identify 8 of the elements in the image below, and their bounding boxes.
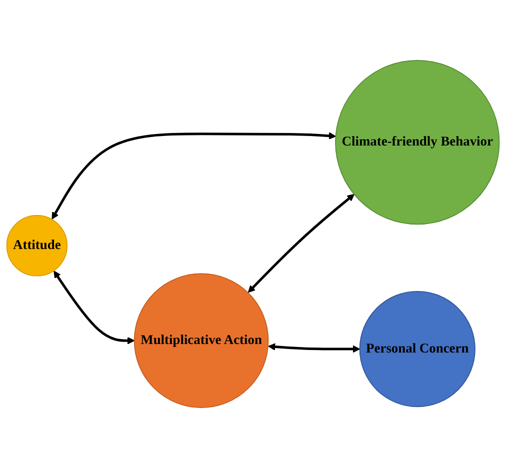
- node-circle: Climate-friendly Behavior: [335, 60, 500, 225]
- node-circle: Personal Concern: [359, 290, 476, 408]
- node-circle: Attitude: [6, 215, 68, 276]
- arrow: [248, 194, 354, 293]
- arrow: [268, 343, 360, 353]
- node-circle: Multiplicative Action: [134, 273, 269, 408]
- arrow: [52, 132, 336, 220]
- arrow: [54, 270, 135, 344]
